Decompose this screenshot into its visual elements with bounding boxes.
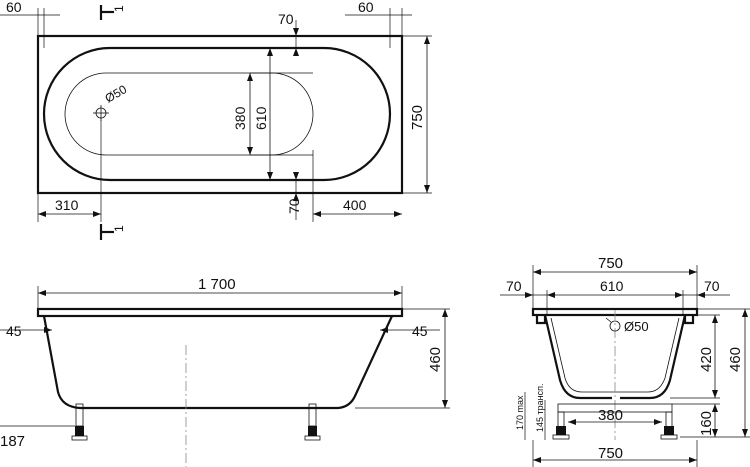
- dim-bottom-rim: 70: [286, 198, 302, 214]
- tub-basin: [64, 72, 314, 156]
- drain-icon: [605, 317, 621, 332]
- dim-right-rim: 70: [704, 278, 720, 294]
- dim-left-rim: 70: [506, 278, 522, 294]
- dim-transp-label: 145 трансп.: [535, 384, 545, 433]
- dim-left-rim: 45: [6, 323, 22, 339]
- side-view: 1 700 45 45 460: [0, 276, 450, 467]
- dim-total-height: 460: [727, 347, 744, 372]
- dim-length: 1 700: [198, 276, 236, 293]
- dim-outer-width: 610: [253, 106, 269, 130]
- dim-bottom-width: 750: [598, 445, 623, 462]
- dim-leg: 187: [0, 433, 25, 450]
- dim-top-width: 750: [598, 255, 623, 272]
- leg-right: [304, 403, 321, 441]
- dim-frame-width: 380: [598, 407, 623, 424]
- dim-right-rim: 45: [412, 323, 428, 339]
- side-rim: [36, 307, 404, 318]
- section-body-outer: [543, 314, 687, 400]
- dim-inner-width: 380: [232, 106, 248, 130]
- drain-label: Ø50: [103, 82, 130, 106]
- tub-rim-inner: [42, 46, 392, 182]
- dim-drain-offset: 310: [55, 197, 79, 213]
- side-body: [42, 315, 393, 410]
- dim-depth: 420: [698, 347, 715, 372]
- dim-top-rim: 70: [278, 11, 294, 27]
- tub-outline-top: [36, 34, 404, 195]
- section-view: 750 70 610 70 Ø50: [500, 255, 750, 467]
- dim-left-margin: 60: [6, 0, 22, 15]
- dim-total-width: 750: [409, 105, 426, 130]
- dim-frame-height: 160: [698, 411, 715, 436]
- dim-right-offset: 400: [343, 197, 367, 213]
- section-label-top: 1: [112, 5, 126, 12]
- section-label-bottom: 1: [112, 225, 126, 232]
- drain-label: Ø50: [624, 319, 649, 334]
- leg-left: [71, 403, 88, 441]
- dim-height: 460: [427, 347, 444, 372]
- support-frame: [552, 403, 678, 440]
- dim-max-label: 170 max: [515, 395, 525, 430]
- top-view: Ø50 60 1 60 70 380 610: [0, 0, 432, 240]
- dim-right-margin: 60: [358, 0, 374, 15]
- drain-icon: [93, 105, 109, 121]
- dim-inner-width: 610: [600, 278, 624, 294]
